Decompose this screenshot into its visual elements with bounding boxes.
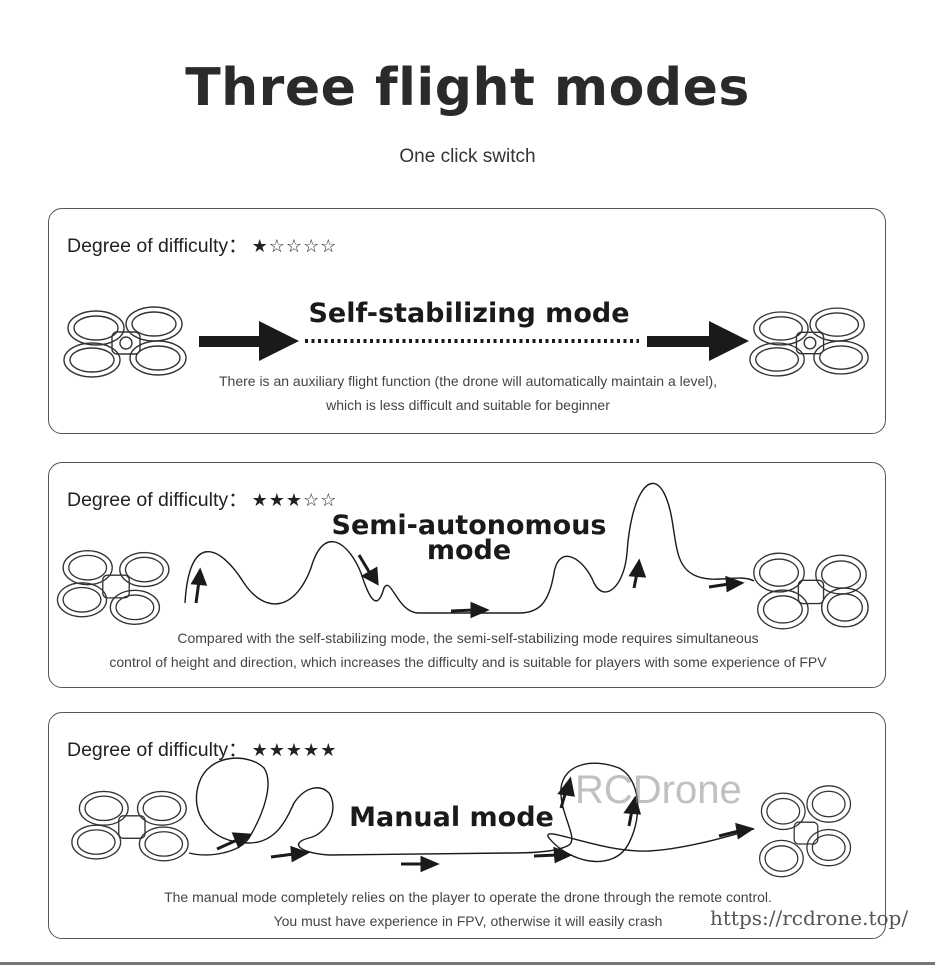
- description-line: which is less difficult and suitable for…: [326, 397, 610, 413]
- drone-icon: [749, 307, 869, 377]
- watermark: RCDrone: [575, 768, 742, 812]
- mode-description: The manual mode completely relies on the…: [49, 885, 887, 933]
- bottom-divider: [0, 962, 935, 965]
- description-line: Compared with the self-stabilizing mode,…: [177, 630, 759, 646]
- mode-illustration: [199, 321, 749, 361]
- difficulty-row: Degree of difficulty：★☆☆☆☆: [67, 229, 337, 258]
- mode-title: Manual mode: [349, 802, 554, 833]
- mode-illustration: [188, 757, 755, 873]
- drone-icon: [56, 550, 170, 625]
- arrow-right-icon: [199, 321, 299, 361]
- mode-illustration: [184, 482, 755, 619]
- flight-path-icon: [188, 757, 755, 863]
- description-line: There is an auxiliary flight function (t…: [218, 373, 717, 389]
- drone-icon: [759, 785, 852, 878]
- mode-description: There is an auxiliary flight function (t…: [49, 369, 887, 417]
- arrow-icons: [190, 554, 745, 619]
- flight-path-icon: [184, 482, 755, 614]
- mode-card-manual: Degree of difficulty：★★★★★ Manual mode T…: [48, 712, 886, 939]
- difficulty-label: Degree of difficulty：: [67, 235, 248, 257]
- difficulty-stars: ★★★☆☆: [251, 490, 338, 510]
- mode-description: Compared with the self-stabilizing mode,…: [49, 626, 887, 674]
- page-title: Three flight modes: [185, 58, 750, 118]
- mode-title: Semi-autonomous mode: [319, 510, 619, 566]
- mode-title: Self-stabilizing mode: [308, 298, 630, 329]
- drone-icon: [71, 790, 189, 862]
- mode-title-line: Semi-autonomous: [331, 510, 607, 541]
- difficulty-stars: ★☆☆☆☆: [251, 236, 338, 256]
- difficulty-label: Degree of difficulty：: [67, 489, 248, 511]
- drone-icon: [63, 306, 187, 378]
- mode-card-semi-autonomous: Degree of difficulty：★★★☆☆ Semi-autonomo…: [48, 462, 886, 688]
- description-line: You must have experience in FPV, otherwi…: [273, 913, 663, 929]
- arrow-icons: [216, 776, 755, 873]
- difficulty-row: Degree of difficulty：★★★★★: [67, 733, 337, 762]
- mode-card-self-stabilizing: Degree of difficulty：★☆☆☆☆ Self-stabiliz…: [48, 208, 886, 434]
- page-subtitle: One click switch: [399, 146, 536, 167]
- description-line: The manual mode completely relies on the…: [164, 889, 772, 905]
- source-url: https://rcdrone.top/: [710, 906, 909, 930]
- difficulty-stars: ★★★★★: [251, 740, 338, 760]
- drone-icon: [753, 552, 869, 630]
- arrow-right-icon: [647, 321, 749, 361]
- difficulty-label: Degree of difficulty：: [67, 739, 248, 761]
- description-line: control of height and direction, which i…: [109, 654, 827, 670]
- difficulty-row: Degree of difficulty：★★★☆☆: [67, 483, 337, 512]
- mode-title-line: mode: [426, 535, 512, 566]
